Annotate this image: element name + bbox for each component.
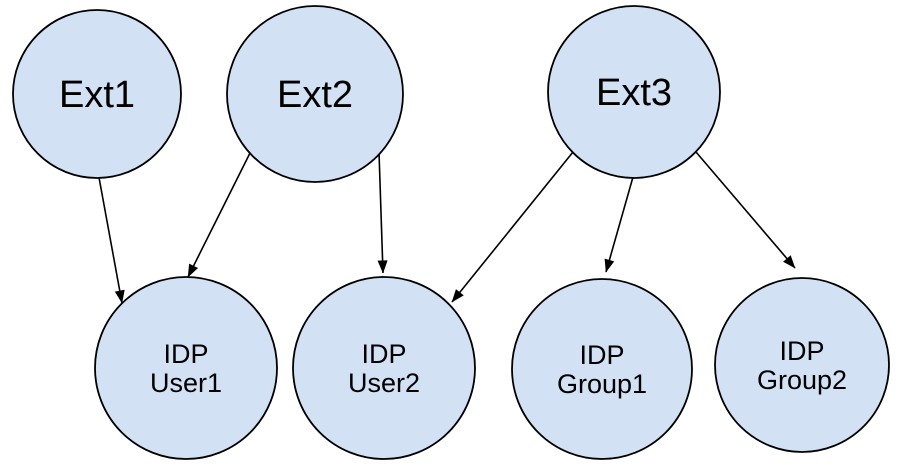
node-ext3-label: Ext3 — [596, 72, 672, 114]
node-user2-circle — [292, 276, 476, 460]
node-ext1-circle — [12, 9, 182, 179]
node-ext1: Ext1 — [12, 9, 182, 179]
edges-layer — [97, 151, 796, 304]
node-ext1-label: Ext1 — [59, 74, 135, 116]
edge-ext1-to-user1 — [97, 171, 125, 304]
node-user1-circle — [94, 276, 278, 460]
node-ext2-label: Ext2 — [277, 74, 353, 116]
edge-ext2-to-user2 — [377, 151, 388, 274]
edge-ext3-to-group1 — [604, 176, 634, 273]
edge-ext3-to-group2 — [695, 151, 796, 269]
node-ext2: Ext2 — [226, 5, 404, 183]
node-group2-circle — [714, 277, 890, 453]
edge-ext3-to-user2 — [451, 151, 574, 303]
node-ext3-circle — [547, 5, 721, 179]
node-group1-circle — [511, 278, 693, 460]
node-ext2-circle — [226, 5, 404, 183]
node-ext3: Ext3 — [547, 5, 721, 179]
edge-ext2-to-user1 — [187, 152, 251, 278]
